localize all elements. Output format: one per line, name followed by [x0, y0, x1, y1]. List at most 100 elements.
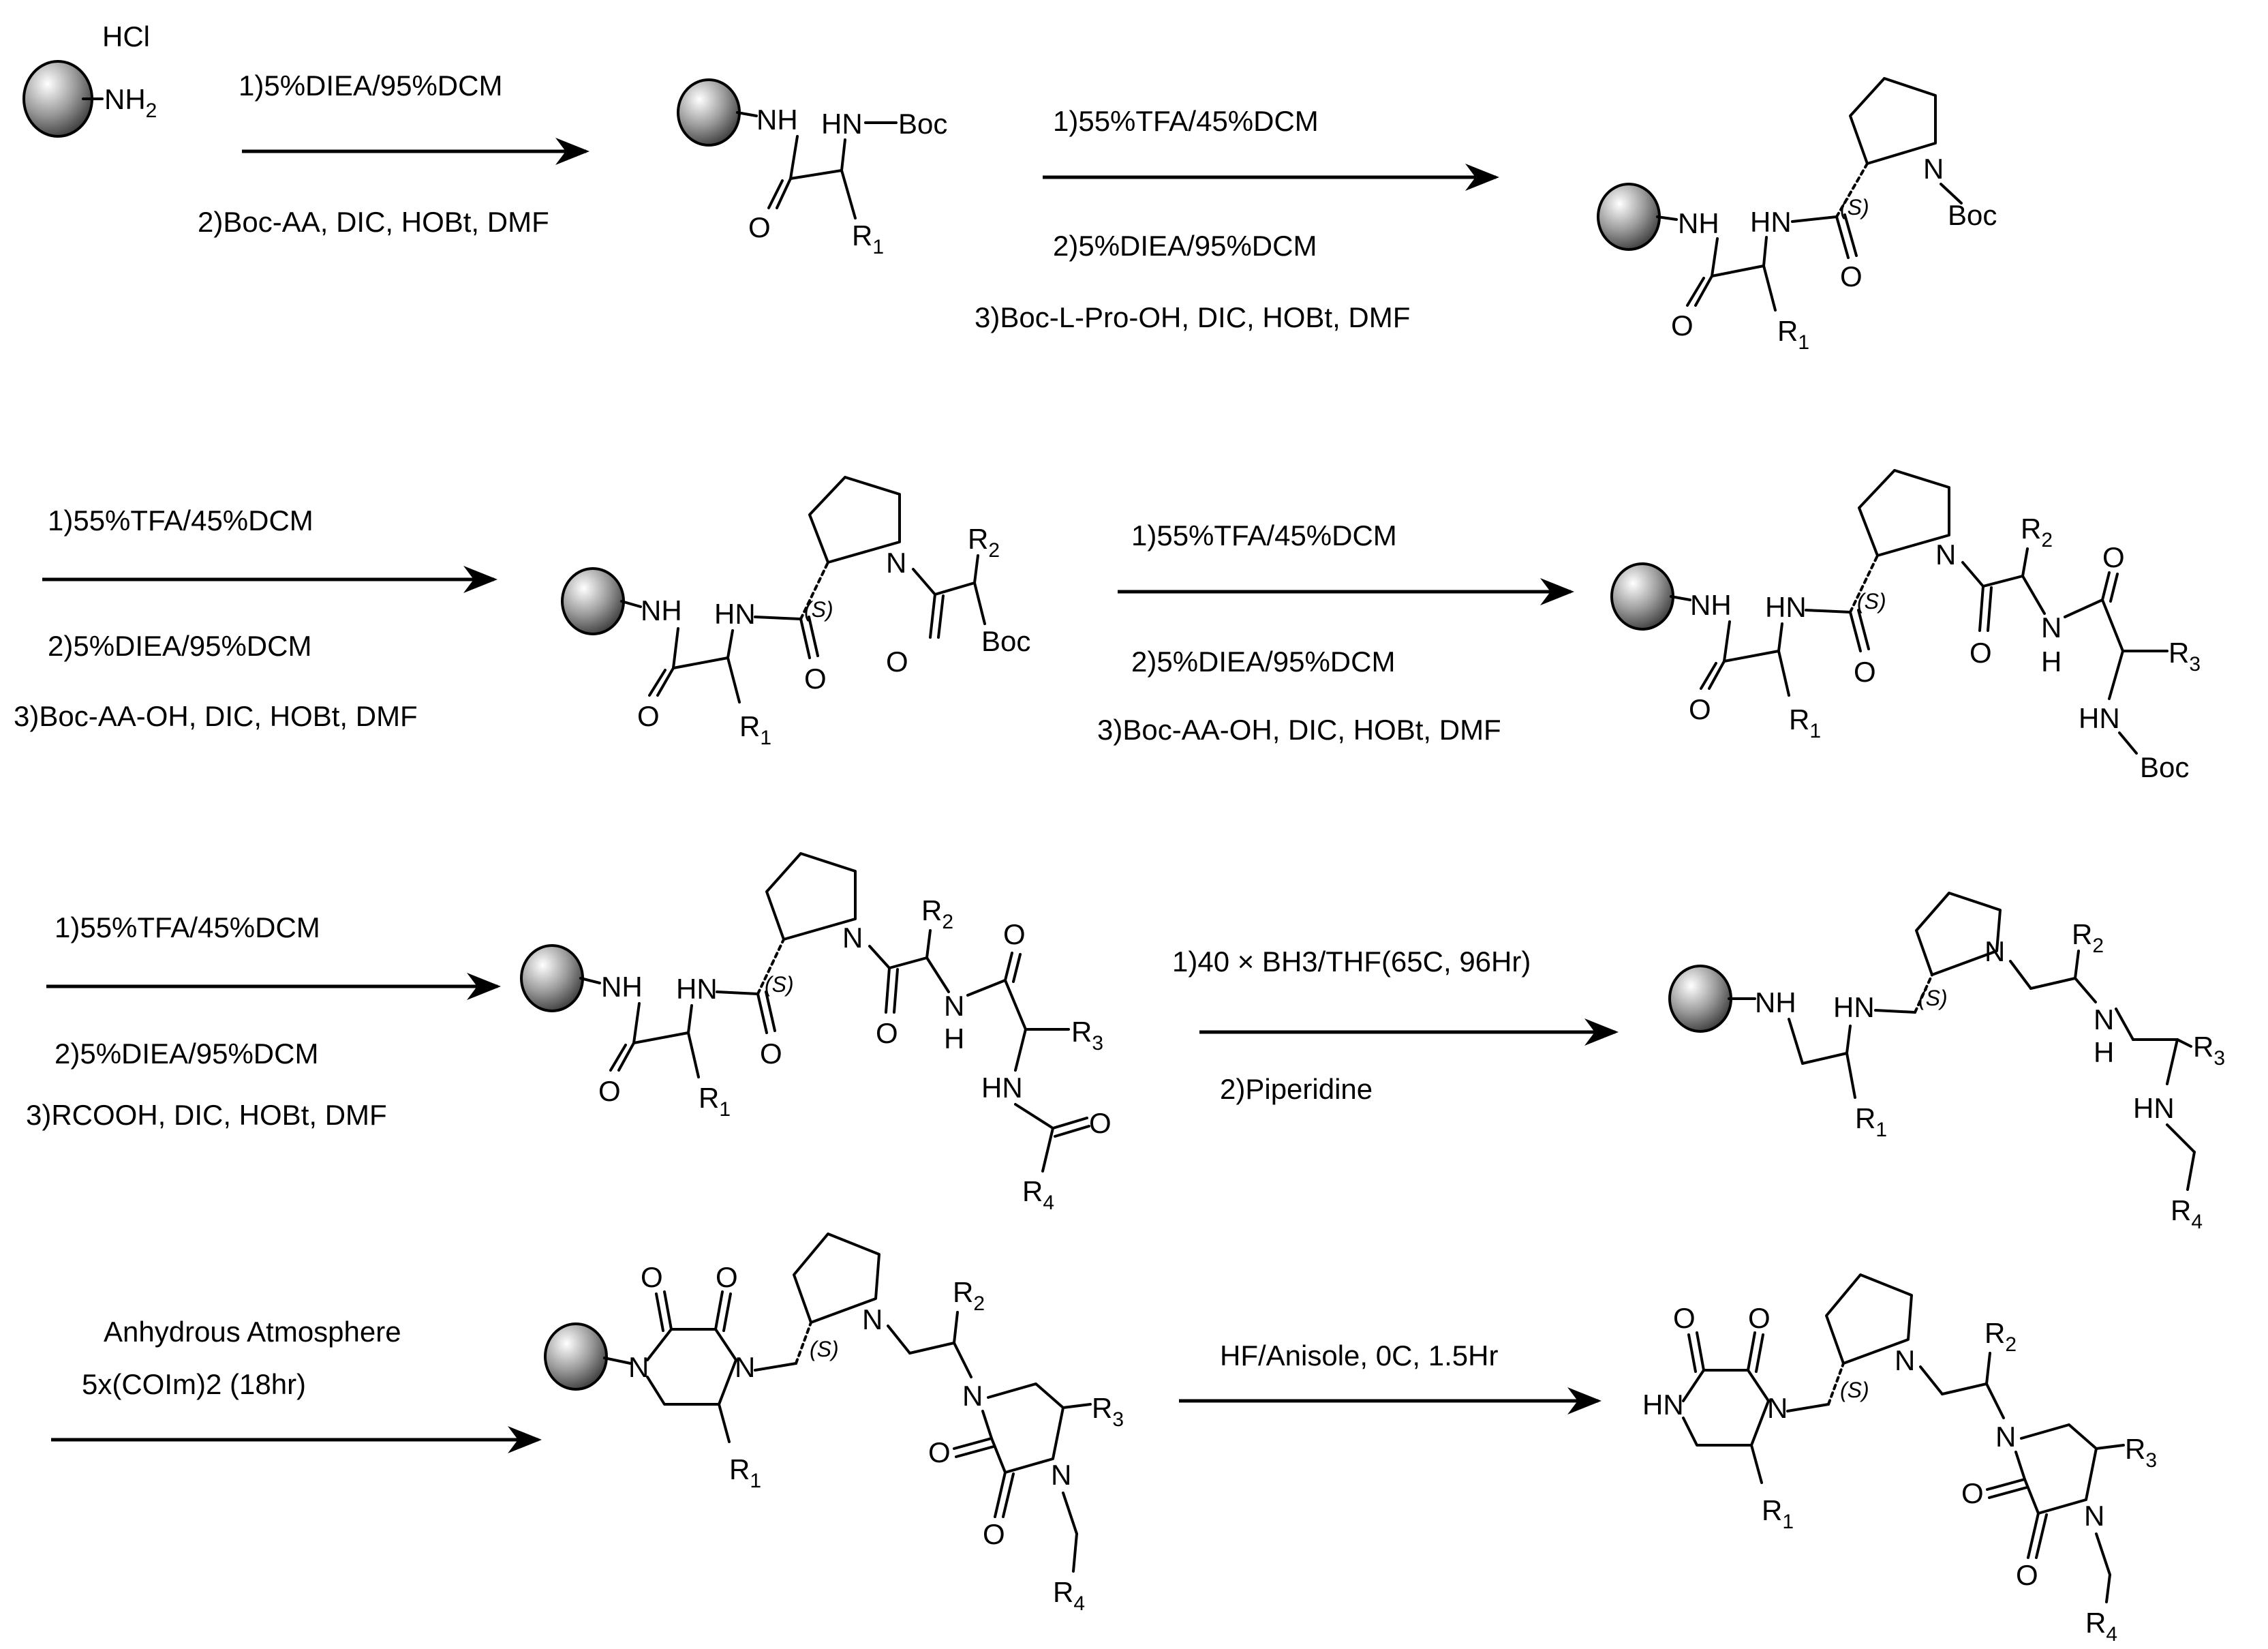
atom-label: R1 [699, 1082, 731, 1121]
bond [1014, 1103, 1054, 1130]
atom-label: Boc [1948, 199, 1997, 231]
structure-acylated-tripeptide: NH O R1 HN O (S) N O R2 N H O R3 [520, 852, 1112, 1214]
bond [2027, 1512, 2040, 1559]
pyrrolidine-ring [1915, 892, 2002, 976]
atom-label: N [1051, 1459, 1071, 1491]
bond [1791, 215, 1838, 223]
bond [2166, 1038, 2179, 1085]
condition-text: Anhydrous Atmosphere [104, 1316, 401, 1348]
resin-bead-icon [1610, 562, 1674, 631]
bond [2186, 1151, 2196, 1191]
atom-label: O [2102, 541, 2125, 573]
atom-label: HN [2133, 1092, 2175, 1124]
atom-label: O [1673, 1302, 1696, 1334]
bond [2074, 950, 2080, 980]
condition-text: 1)55%TFA/45%DCM [1053, 105, 1319, 137]
bond [2105, 1573, 2111, 1603]
stereo-label: (S) [1840, 1378, 1869, 1402]
atom-label: N [2094, 1003, 2114, 1035]
bond [1012, 953, 1022, 983]
atom-label: R1 [1777, 315, 1809, 354]
stereo-label: (S) [1857, 589, 1886, 614]
atom-label: O [804, 663, 827, 695]
atom-label: N [962, 1380, 983, 1412]
atom-label: N [1935, 539, 1956, 571]
atom-label: R1 [1762, 1494, 1794, 1533]
resin-bead-icon [1597, 183, 1661, 251]
bond [1986, 1478, 2026, 1491]
pyrrolidine-ring [765, 852, 857, 941]
atom-label: HN [2079, 702, 2120, 734]
bond [1987, 586, 1993, 632]
atom-label: R2 [2072, 918, 2104, 957]
structure-final-product: HN O O N R1 (S) N R2 N R3 N O O R4 [1642, 1273, 2157, 1646]
bond [908, 1342, 955, 1355]
pyrrolidine-ring [1825, 1273, 1913, 1365]
stereo-label: (S) [765, 972, 794, 997]
bond [1777, 650, 1790, 697]
atom-label: Boc [981, 625, 1030, 657]
bond [937, 594, 945, 639]
bond [672, 656, 729, 669]
bond [1788, 1018, 1804, 1065]
bond [1062, 1492, 1078, 1535]
atom-label: O [928, 1436, 951, 1468]
bond [953, 1437, 993, 1450]
bond [655, 1292, 664, 1332]
bond [1988, 1486, 2028, 1499]
bond [994, 1471, 1007, 1518]
pyrrolidine-ring [793, 1232, 880, 1324]
atom-label: H [944, 1023, 964, 1055]
atom-label: H [2094, 1036, 2114, 1068]
atom-label: O [1748, 1302, 1771, 1334]
bond [1961, 561, 1984, 588]
bond [2021, 547, 2029, 577]
atom-label: R4 [1053, 1576, 1085, 1615]
condition-text: 1)55%TFA/45%DCM [55, 911, 320, 943]
bond [2074, 977, 2097, 1003]
condition-text: 1)40 × BH3/THF(65C, 96Hr) [1172, 945, 1531, 978]
atom-label: R4 [2085, 1607, 2117, 1646]
bond [754, 616, 802, 620]
bond [2166, 1123, 2196, 1153]
bond [2029, 977, 2077, 990]
reaction-arrow-4: 1)55%TFA/45%DCM 2)5%DIEA/95%DCM 3)Boc-AA… [1097, 519, 1574, 746]
atom-label: O [641, 1261, 663, 1293]
atom-label: HN [1765, 591, 1807, 623]
bond [1700, 662, 1717, 690]
atom-label: N [862, 1303, 883, 1335]
bond [885, 967, 891, 1014]
bond [840, 138, 846, 172]
bond [1755, 1333, 1764, 1373]
atom-label: NH [1690, 589, 1732, 621]
atom-label: O [886, 646, 908, 678]
atom-label: O [1840, 260, 1863, 292]
bond [1750, 1444, 1763, 1484]
reaction-arrow-5: 1)55%TFA/45%DCM 2)5%DIEA/95%DCM 3)RCOOH,… [26, 911, 501, 1131]
atom-label: NH [1755, 986, 1796, 1018]
stereo-bond [1827, 1362, 1845, 1406]
resin-bead-icon [544, 1322, 608, 1391]
atom-label: N [1995, 1421, 2016, 1453]
bond [887, 1325, 911, 1355]
stereo-bond [799, 561, 829, 620]
bond [1941, 1382, 1988, 1395]
bond [1845, 1025, 1852, 1055]
atom-label: R2 [921, 894, 953, 933]
bond [603, 1357, 632, 1365]
bond [893, 968, 899, 1014]
bond [2035, 1513, 2048, 1559]
atom-label: O [876, 1017, 898, 1049]
atom-label: N [735, 1351, 755, 1383]
atom-label: O [2016, 1559, 2038, 1591]
atom-label: R2 [968, 523, 1000, 562]
atom-label: NH [1678, 207, 1719, 239]
bond [934, 581, 976, 596]
bond [1985, 1382, 2005, 1419]
reaction-arrow-6: 1)40 × BH3/THF(65C, 96Hr) 2)Piperidine [1172, 945, 1619, 1105]
bond [2101, 599, 2124, 652]
hcl-label: HCl [102, 20, 150, 52]
bond [1762, 236, 1768, 267]
bond [1708, 660, 1726, 690]
bond [1694, 275, 1713, 307]
